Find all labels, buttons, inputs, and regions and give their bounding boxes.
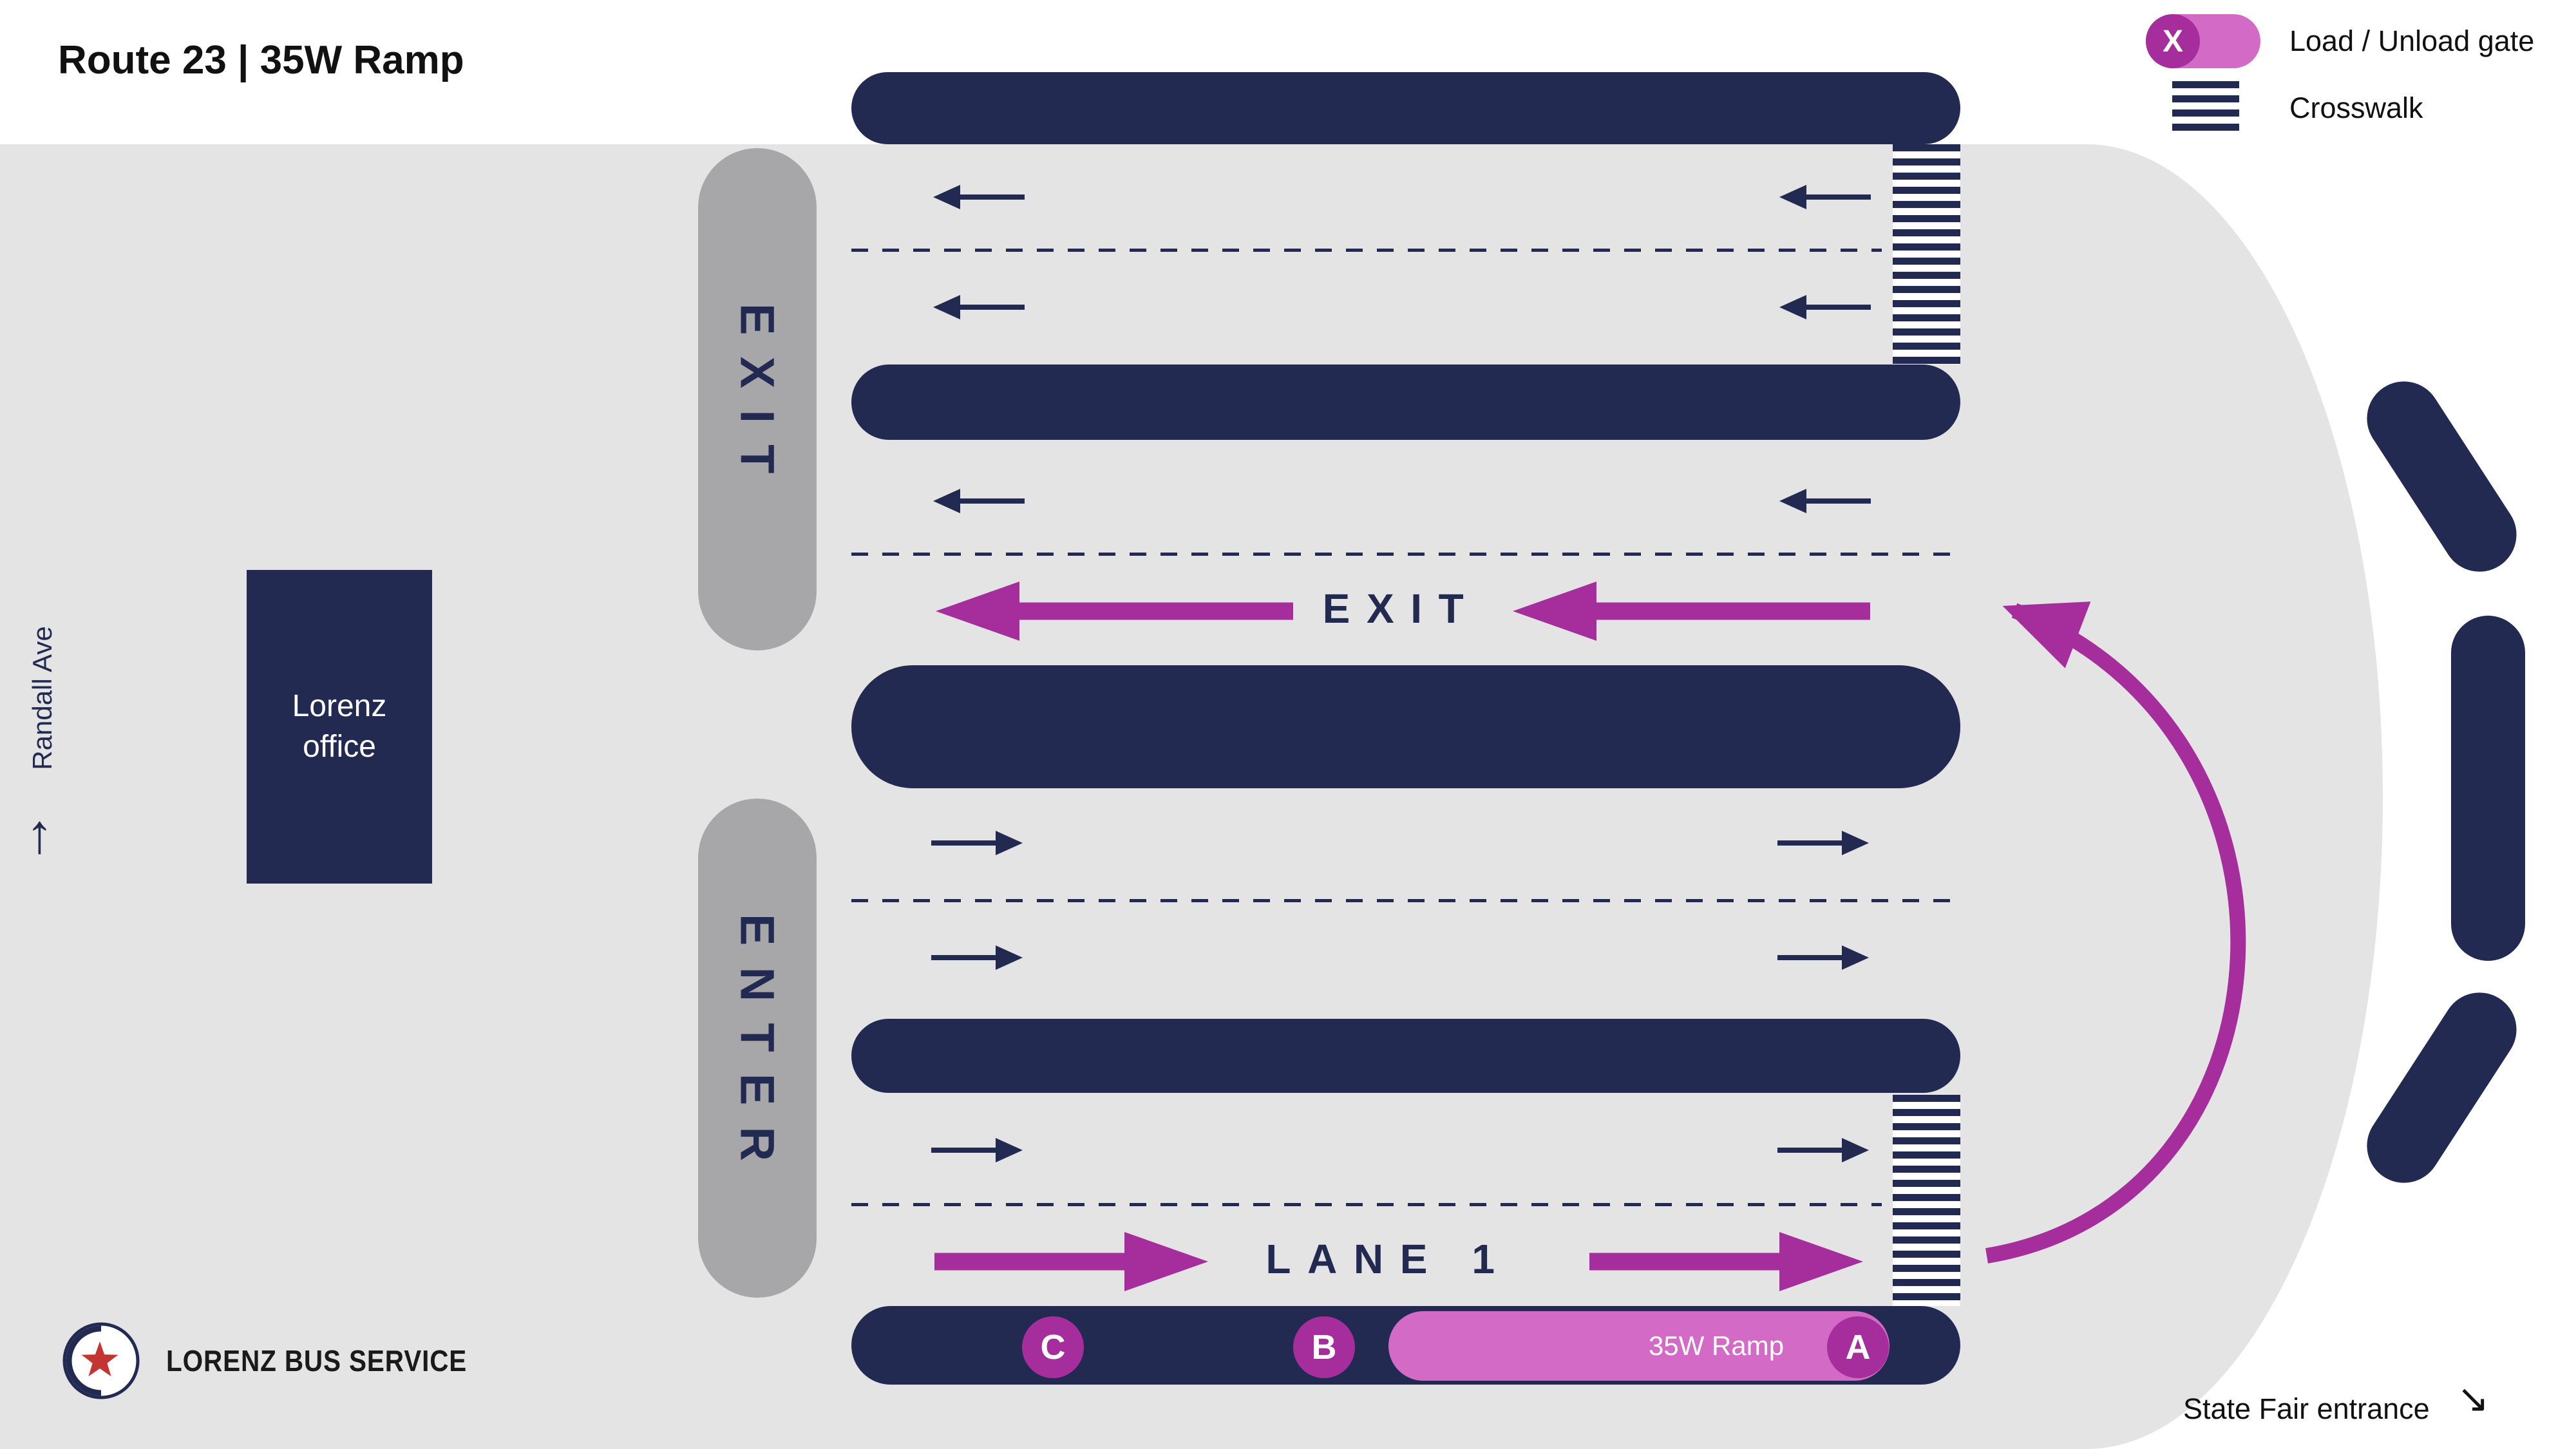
exit-gate-pill: EXIT xyxy=(698,148,817,650)
exit-route-arrow-icon xyxy=(1513,582,1870,641)
lorenz-office-label: Lorenz office xyxy=(292,689,387,764)
island-4 xyxy=(851,1019,1960,1093)
legend-crosswalk-label: Crosswalk xyxy=(2289,91,2423,124)
ramp-35w-label: 35W Ramp xyxy=(1649,1331,1785,1361)
lane-divider xyxy=(851,899,1960,902)
lane-divider xyxy=(851,1203,1882,1206)
gate-a: A xyxy=(1827,1316,1889,1378)
lorenz-office-block: Lorenz office xyxy=(247,570,432,884)
exit-gate-label: EXIT xyxy=(730,303,784,495)
lane-arrow-left-icon xyxy=(933,295,1025,319)
load-unload-gate-icon: X xyxy=(2146,14,2260,68)
lane1-route-arrow-icon xyxy=(934,1232,1208,1291)
gate-symbol: X xyxy=(2146,14,2200,68)
lane1-route-arrow-icon xyxy=(1589,1232,1863,1291)
legend-row-gate: X Load / Unload gate xyxy=(2146,14,2571,68)
lane-divider xyxy=(851,553,1960,556)
lane-arrow-left-icon xyxy=(1779,185,1871,209)
lane-arrow-left-icon xyxy=(933,185,1025,209)
lane-arrow-left-icon xyxy=(1779,489,1871,513)
lane-arrow-right-icon xyxy=(931,831,1023,855)
enter-gate-label: ENTER xyxy=(730,913,784,1183)
crosswalk-icon xyxy=(2172,81,2239,135)
lane-arrow-left-icon xyxy=(933,489,1025,513)
lorenz-logo-icon xyxy=(62,1322,140,1399)
exit-lane-label: EXIT xyxy=(1322,585,1481,632)
state-fair-arrow-icon: ↘ xyxy=(2457,1377,2490,1420)
lane-arrow-right-icon xyxy=(1777,831,1869,855)
state-fair-entrance-label: State Fair entrance xyxy=(2183,1392,2430,1425)
page-title: Route 23 | 35W Ramp xyxy=(58,38,464,82)
enter-gate-pill: ENTER xyxy=(698,799,817,1298)
island-2 xyxy=(851,365,1960,440)
island-middle xyxy=(851,665,1960,788)
lane-arrow-right-icon xyxy=(931,945,1023,970)
legend-row-crosswalk: Crosswalk xyxy=(2146,81,2571,135)
exit-route-arrow-icon xyxy=(936,582,1293,641)
brand-name: LORENZ BUS SERVICE xyxy=(166,1344,468,1378)
lane1-label: LANE 1 xyxy=(1265,1236,1511,1282)
island-top xyxy=(851,72,1960,144)
lane-divider xyxy=(851,249,1882,252)
lane-arrow-left-icon xyxy=(1779,295,1871,319)
lane-arrow-right-icon xyxy=(931,1138,1023,1162)
gate-c: C xyxy=(1022,1316,1084,1378)
gate-b: B xyxy=(1293,1316,1355,1378)
crosswalk-bottom xyxy=(1893,1095,1960,1306)
crosswalk-top xyxy=(1893,144,1960,365)
randall-ave-label: Randall Ave xyxy=(27,626,57,770)
randall-ave-arrow-icon: ↑ xyxy=(26,803,53,865)
bus-bay-middle xyxy=(2451,616,2525,961)
legend: X Load / Unload gate Crosswalk xyxy=(2146,14,2571,148)
legend-gate-label: Load / Unload gate xyxy=(2289,24,2535,57)
lane-arrow-right-icon xyxy=(1777,1138,1869,1162)
ramp-35w-pill xyxy=(1388,1311,1889,1381)
lane-arrow-right-icon xyxy=(1777,945,1869,970)
